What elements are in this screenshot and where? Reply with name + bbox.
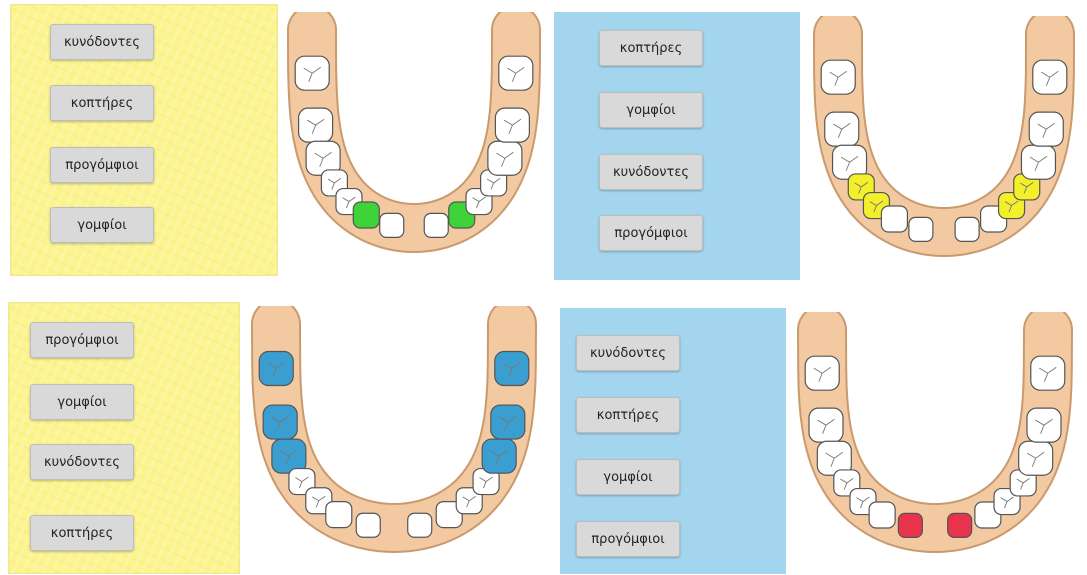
tooth: [881, 206, 907, 232]
jaw-svg: [280, 12, 548, 268]
tooth: [898, 513, 922, 537]
answer-panel-bottom-left: προγόμφιοι γομφίοι κυνόδοντες κοπτήρες: [8, 302, 240, 574]
jaw-svg: [244, 306, 544, 568]
option-button[interactable]: κοπτήρες: [599, 30, 703, 66]
tooth: [424, 213, 448, 237]
option-button[interactable]: κυνόδοντες: [576, 335, 680, 371]
tooth: [955, 217, 979, 241]
jaw-svg: [806, 16, 1082, 272]
tooth: [353, 202, 379, 228]
option-button[interactable]: προγόμφιοι: [50, 147, 154, 183]
option-button[interactable]: κοπτήρες: [50, 85, 154, 121]
option-button[interactable]: γομφίοι: [30, 384, 134, 420]
answer-panel-top-right: κοπτήρες γομφίοι κυνόδοντες προγόμφιοι: [554, 12, 800, 280]
tooth: [326, 502, 352, 528]
tooth: [948, 513, 972, 537]
option-button[interactable]: γομφίοι: [576, 459, 680, 495]
jaw-diagram-incisors: [790, 312, 1080, 568]
tooth: [380, 213, 404, 237]
answer-panel-top-left: κυνόδοντες κοπτήρες προγόμφιοι γομφίοι: [10, 4, 278, 276]
option-button[interactable]: κυνόδοντες: [599, 154, 703, 190]
option-button[interactable]: κυνόδοντες: [30, 444, 134, 480]
jaw-svg: [790, 312, 1080, 568]
option-button[interactable]: γομφίοι: [50, 207, 154, 243]
tooth: [408, 513, 432, 537]
option-button[interactable]: κοπτήρες: [30, 515, 134, 551]
answer-panel-bottom-right: κυνόδοντες κοπτήρες γομφίοι προγόμφιοι: [560, 308, 786, 574]
tooth: [356, 513, 380, 537]
jaw-diagram-canines: [280, 12, 548, 268]
tooth: [909, 217, 933, 241]
jaw-diagram-molars: [244, 306, 544, 568]
option-button[interactable]: κυνόδοντες: [50, 24, 154, 60]
option-button[interactable]: προγόμφιοι: [599, 215, 703, 251]
option-button[interactable]: κοπτήρες: [576, 397, 680, 433]
option-button[interactable]: προγόμφιοι: [576, 521, 680, 557]
tooth: [869, 502, 895, 528]
option-button[interactable]: γομφίοι: [599, 92, 703, 128]
option-button[interactable]: προγόμφιοι: [30, 322, 134, 358]
jaw-diagram-premolars: [806, 16, 1082, 272]
